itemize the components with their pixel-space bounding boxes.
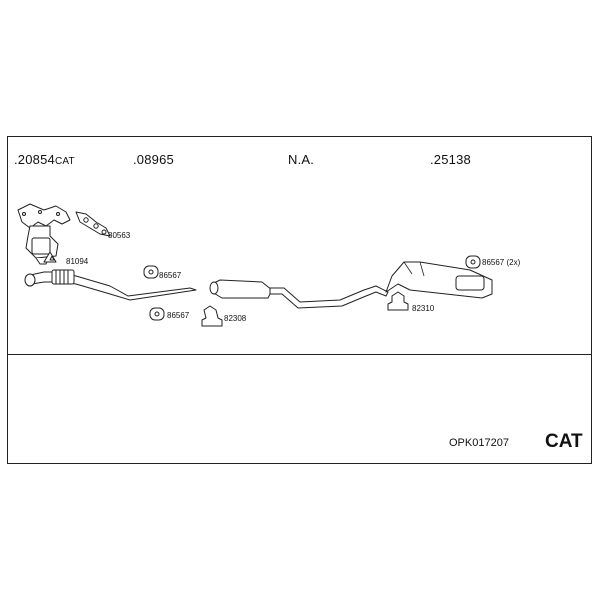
label-gasket: 80563	[108, 231, 131, 240]
frame-divider	[7, 354, 592, 355]
hanger-front	[143, 265, 159, 279]
seal-ring	[43, 251, 57, 263]
middle-muffler-pipe	[209, 279, 389, 309]
label-clamp-rear: 82310	[412, 304, 435, 313]
front-pipe	[24, 269, 197, 301]
kit-code: OPK017207	[449, 437, 509, 449]
label-seal-ring: 81094	[66, 257, 89, 266]
label-hanger-front: 86567	[159, 271, 182, 280]
label-clamp-mid: 82308	[224, 314, 247, 323]
label-hanger-lower: 86567	[167, 311, 190, 320]
rear-muffler	[385, 261, 493, 299]
part-number-manifold: .20854CAT	[14, 152, 75, 167]
manifold-catalyst	[17, 203, 71, 265]
part-number-rear-muffler: .25138	[430, 152, 471, 167]
manifold-gasket	[75, 211, 111, 237]
label-hanger-rear: 86567 (2x)	[482, 258, 521, 267]
clamp-mid	[201, 305, 223, 327]
catalyst-tag: CAT	[545, 431, 583, 452]
clamp-rear	[387, 291, 409, 311]
hanger-rear	[465, 255, 481, 269]
diagram-frame	[7, 136, 592, 464]
part-number-middle: N.A.	[288, 152, 315, 167]
hanger-lower	[149, 307, 165, 321]
part-number-front-pipe: .08965	[133, 152, 174, 167]
